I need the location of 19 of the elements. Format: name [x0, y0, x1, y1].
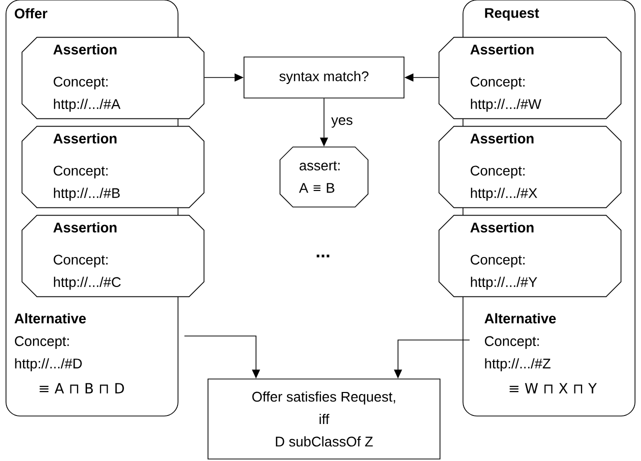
panel-title: Offer: [14, 8, 48, 18]
alternative-heading: Alternative: [14, 313, 86, 324]
alternative-heading: Alternative: [484, 313, 556, 324]
assertion-box: Assertion Concept: http://.../#X: [438, 126, 622, 208]
edge-label: yes: [331, 117, 352, 128]
assertion-box: Assertion Concept: http://.../#C: [22, 214, 204, 298]
result-box: Offer satisfies Request, iff D subClassOf Z: [208, 378, 440, 460]
assertion-box: Assertion Concept: http://.../#A: [22, 36, 204, 120]
assertion-box: assert: A ≡ B: [280, 146, 368, 208]
assertion-box: Assertion Concept: http://.../#Y: [438, 214, 622, 298]
panel-title: Request: [485, 8, 540, 21]
concept-text: Concept: http://.../#Z: [484, 336, 550, 372]
equivalence-text: ≡ W ⊓ X ⊓ Y: [510, 383, 597, 394]
ellipsis-text: ...: [316, 254, 330, 258]
process-box: syntax match?: [244, 56, 404, 98]
assertion-box: Assertion Concept: http://.../#B: [22, 126, 204, 208]
concept-text: Concept: http://.../#D: [14, 336, 82, 372]
equivalence-text: ≡ A ⊓ B ⊓ D: [40, 383, 124, 394]
assertion-box: Assertion Concept: http://.../#W: [438, 36, 622, 120]
